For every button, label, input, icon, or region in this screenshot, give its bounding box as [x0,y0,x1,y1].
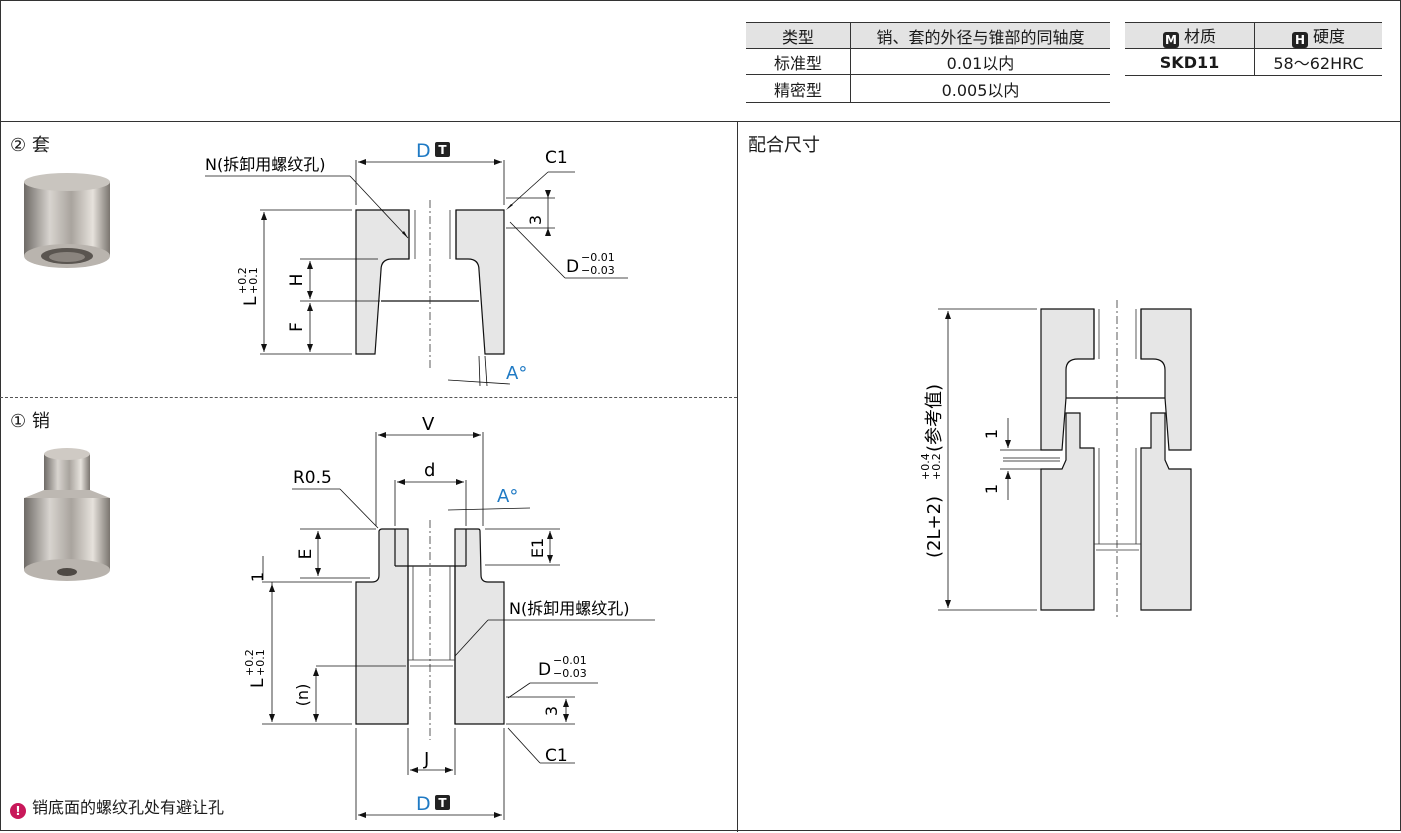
sleeve-T-badge-text: T [438,143,447,157]
fit-dim-1a: 1 [982,429,1001,439]
sleeve-tol-upper: −0.01 [581,251,615,264]
fit-dim-total: (2L+2) [924,496,945,558]
col-coaxiality-header: 销、套的外径与锥部的同轴度 [850,22,1110,49]
pin-note: !销底面的螺纹孔处有避让孔 [10,794,224,819]
material-badge-icon: M [1162,32,1179,48]
material-value: SKD11 [1125,48,1255,76]
pin-dim-D-tol: D [538,660,551,680]
fit-tol-lower: +0.2 [930,453,943,480]
sleeve-L-tol-lower: +0.1 [247,267,260,294]
sleeve-chamfer: C1 [545,148,568,168]
hardness-badge-icon: H [1291,32,1308,48]
pin-T-badge-icon [435,795,450,810]
sleeve-dim-A: A° [506,363,527,384]
sleeve-dim-D: D [416,140,431,162]
pin-title: ① 销 [10,411,50,432]
warning-icon: ! [10,803,26,819]
pin-dim-n: (n) [293,684,312,707]
type-standard: 标准型 [746,48,851,75]
pin-thread-label: N(拆卸用螺纹孔) [509,599,629,618]
sleeve-tol-lower: −0.03 [581,264,615,277]
pin-dim-J: J [423,749,429,770]
sleeve-T-badge-icon [435,142,450,157]
pin-dim-V: V [422,414,435,435]
pin-dim-3: 3 [542,706,561,716]
sleeve-dim-3: 3 [526,215,545,225]
coaxiality-precision: 0.005以内 [850,74,1110,103]
fit-drawing: (2L+2) +0.4 +0.2 (参考值) 1 1 [919,300,1192,620]
pin-dim-E1: E1 [528,538,547,558]
pin-dim-1: 1 [248,572,267,582]
fit-title: 配合尺寸 [748,135,820,156]
hardness-value: 58～62HRC [1254,48,1382,76]
sleeve-dim-D-tol: D [566,257,579,277]
pin-L-tol-lower: +0.1 [254,649,267,676]
pin-dim-D: D [416,793,431,815]
header-divider [0,121,1401,122]
fit-tol-upper: +0.4 [919,453,932,480]
sleeve-thread-label: N(拆卸用螺纹孔) [205,155,325,174]
pin-tol-lower: −0.03 [553,667,587,680]
coaxiality-table: 类型 销、套的外径与锥部的同轴度 标准型 0.01以内 精密型 0.005以内 [746,22,1110,103]
type-precision: 精密型 [746,74,851,103]
pin-dim-d: d [424,460,435,481]
coaxiality-standard: 0.01以内 [850,48,1110,75]
fit-ref: (参考值) [924,384,945,452]
sleeve-dim-H: H [287,274,307,287]
pin-L-tol-upper: +0.2 [243,649,256,676]
pin-chamfer: C1 [545,746,568,766]
sleeve-photo [24,173,110,268]
pin-dim-A: A° [497,486,518,507]
pin-drawing: V R0.5 d A° E E1 1 N(拆卸用螺纹孔) L +0.2 +0.1… [243,414,655,820]
sleeve-dim-L: L [241,296,261,306]
sleeve-title: ② 套 [10,135,50,156]
pin-dim-L: L [248,678,268,688]
pin-T-badge-text: T [438,796,447,810]
pin-dim-E: E [296,549,316,560]
pin-tol-upper: −0.01 [553,654,587,667]
pin-photo [24,448,110,581]
sleeve-L-tol-upper: +0.2 [236,267,249,294]
sleeve-dim-F: F [287,322,307,332]
pin-radius: R0.5 [293,468,332,488]
col-type-header: 类型 [746,22,851,49]
section-divider [0,397,737,398]
column-divider [737,121,738,832]
fit-dim-1b: 1 [982,484,1001,494]
sleeve-drawing: N(拆卸用螺纹孔) D T C1 3 D −0.01 −0.03 L +0.2 … [205,140,628,387]
